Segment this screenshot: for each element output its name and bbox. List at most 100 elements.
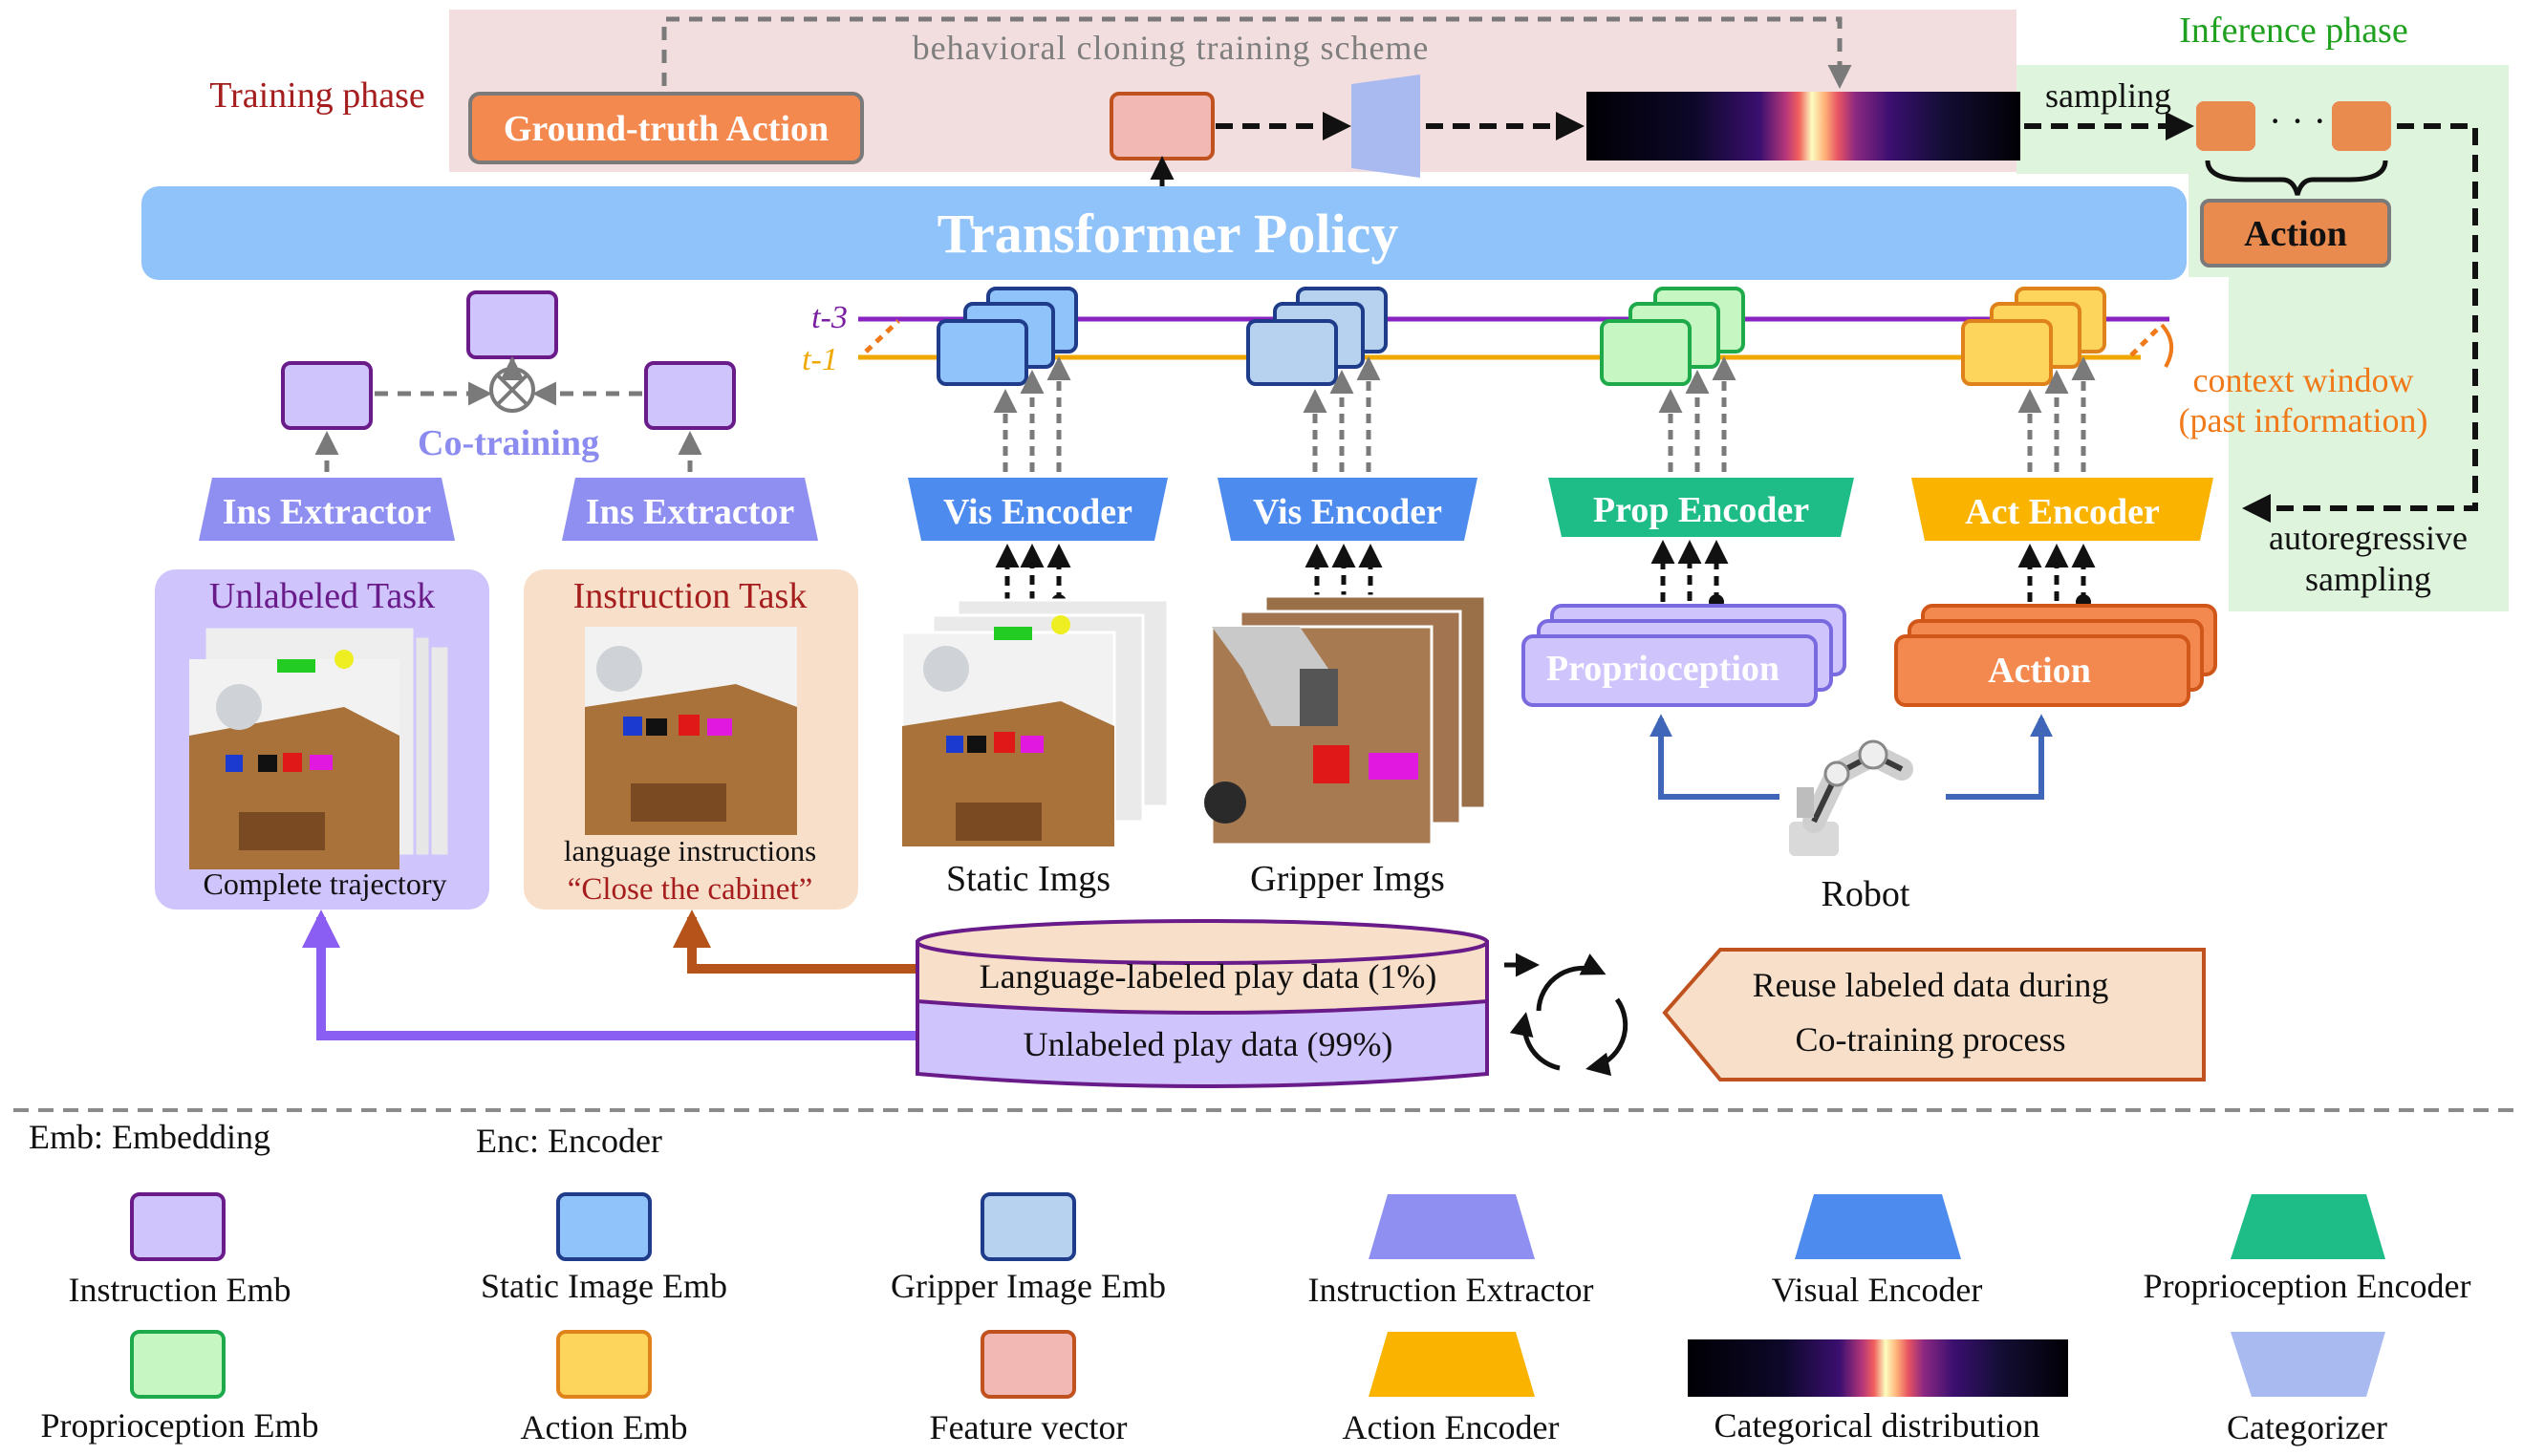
action-emb-1 bbox=[1961, 319, 2053, 386]
recycle-icon bbox=[1504, 953, 1628, 1077]
robot-to-proprioception-arrow bbox=[1650, 714, 1779, 800]
inference-action-box bbox=[2200, 199, 2391, 268]
legend-emb-note: Emb: Embedding bbox=[29, 1118, 270, 1156]
legend-instruction-extractor: Instruction Extractor bbox=[1308, 1271, 1594, 1309]
legend-categorizer: Categorizer bbox=[2227, 1408, 2387, 1446]
instruction-emb-left bbox=[281, 361, 373, 430]
legend-enc-note: Enc: Encoder bbox=[476, 1122, 662, 1160]
legend-action-emb-swatch bbox=[556, 1330, 652, 1399]
vis-encoder-static bbox=[908, 478, 1168, 541]
reuse-callout bbox=[1662, 948, 2206, 1081]
transformer-policy-bar bbox=[141, 186, 2187, 280]
legend-prop-encoder-swatch bbox=[2231, 1194, 2385, 1259]
database-unlabeled-body bbox=[916, 999, 1489, 1088]
legend-prop-encoder: Proprioception Encoder bbox=[2144, 1267, 2471, 1305]
robot-to-action-arrow bbox=[1946, 714, 2053, 800]
unlabeled-to-unlabeled-task-arrow bbox=[302, 910, 916, 1040]
inference-phase-label: Inference phase bbox=[2179, 11, 2407, 51]
action-card-1 bbox=[1894, 634, 2190, 707]
ins-extractor-left bbox=[199, 478, 455, 541]
gripper-images-stack bbox=[1204, 594, 1487, 846]
unlabeled-task-title: Unlabeled Task bbox=[209, 576, 435, 616]
instruction-emb-top bbox=[466, 290, 558, 359]
instruction-scene-image bbox=[585, 627, 797, 835]
context-window-label-1: context window bbox=[2193, 361, 2414, 399]
ins-extractor-left-label: Ins Extractor bbox=[223, 492, 432, 532]
cotraining-label: Co-training bbox=[418, 423, 599, 463]
prop-encoder-label: Prop Encoder bbox=[1593, 490, 1809, 530]
reuse-label-1: Reuse labeled data during bbox=[1753, 966, 2109, 1004]
legend-instruction-emb-swatch bbox=[130, 1192, 226, 1261]
static-emb-1 bbox=[937, 319, 1028, 386]
legend-action-encoder: Action Encoder bbox=[1343, 1408, 1560, 1446]
sampled-action-token-2 bbox=[2332, 101, 2391, 151]
autoregressive-loop-arrow bbox=[2242, 123, 2478, 523]
gripper-emb-1 bbox=[1246, 319, 1338, 386]
labeled-to-instruction-arrow bbox=[673, 910, 916, 974]
robot-arm-icon bbox=[1789, 739, 1913, 856]
categorical-distribution-bar bbox=[1586, 92, 2020, 161]
context-window-label-2: (past information) bbox=[2179, 401, 2428, 439]
act-encoder bbox=[1911, 478, 2213, 541]
vis-encoder-gripper bbox=[1218, 478, 1477, 541]
encoder-output-arrows bbox=[993, 356, 2096, 472]
encoder-input-arrows bbox=[995, 540, 2096, 642]
feature-vector-box bbox=[1110, 92, 1215, 161]
prop-emb-1 bbox=[1600, 319, 1692, 386]
database-labeled-label: Language-labeled play data (1%) bbox=[980, 957, 1437, 996]
instruction-task-quote: “Close the cabinet” bbox=[568, 872, 813, 907]
legend-vis-encoder-swatch bbox=[1795, 1194, 1961, 1259]
inference-action-label: Action bbox=[2244, 214, 2347, 254]
legend-gripper-emb-swatch bbox=[981, 1192, 1076, 1261]
act-encoder-label: Act Encoder bbox=[1965, 492, 2160, 532]
unlabeled-task-caption: Complete trajectory bbox=[203, 867, 446, 901]
instruction-task-title: Instruction Task bbox=[573, 576, 808, 616]
context-window-right-mark bbox=[2129, 323, 2164, 357]
legend-static-emb-swatch bbox=[556, 1192, 652, 1261]
legend-static-emb: Static Image Emb bbox=[481, 1267, 727, 1305]
legend-prop-emb-swatch bbox=[130, 1330, 226, 1399]
unlabeled-scene-image bbox=[189, 625, 451, 869]
sampled-action-token-1 bbox=[2196, 101, 2255, 151]
otimes-cross bbox=[496, 374, 528, 406]
legend-prop-emb: Proprioception Emb bbox=[41, 1406, 319, 1445]
legend-categorizer-swatch bbox=[2231, 1332, 2385, 1397]
legend-action-emb: Action Emb bbox=[521, 1408, 688, 1446]
sample-brace bbox=[2205, 160, 2388, 196]
proprioception-card-1 bbox=[1521, 634, 1818, 707]
categorizer-shape bbox=[1351, 75, 1420, 178]
transformer-policy-label: Transformer Policy bbox=[938, 203, 1399, 265]
legend-categorical: Categorical distribution bbox=[1714, 1406, 2040, 1445]
sampling-label: sampling bbox=[2045, 76, 2171, 115]
legend-visual-encoder: Visual Encoder bbox=[1772, 1271, 1983, 1309]
static-images-stack bbox=[900, 598, 1170, 848]
ins-extractor-right-label: Ins Extractor bbox=[586, 492, 795, 532]
legend-ins-extractor-swatch bbox=[1369, 1194, 1535, 1259]
timestep-t3-label: t-3 bbox=[811, 300, 848, 335]
prop-encoder bbox=[1548, 478, 1854, 537]
autoregressive-label-1: autoregressive bbox=[2269, 519, 2468, 557]
instruction-task-caption: language instructions bbox=[564, 834, 816, 867]
sample-dots: · · · bbox=[2269, 99, 2326, 142]
ground-truth-action-label: Ground-truth Action bbox=[504, 109, 829, 149]
scheme-label: behavioral cloning training scheme bbox=[913, 29, 1430, 67]
timestep-t1-label: t-1 bbox=[802, 342, 838, 377]
legend-act-encoder-swatch bbox=[1369, 1332, 1535, 1397]
instruction-emb-right bbox=[644, 361, 736, 430]
database-top bbox=[916, 919, 1489, 965]
legend-instruction-emb: Instruction Emb bbox=[69, 1271, 291, 1309]
legend-feature-vector: Feature vector bbox=[930, 1408, 1128, 1446]
static-images-label: Static Imgs bbox=[946, 859, 1111, 899]
training-phase-label: Training phase bbox=[209, 75, 425, 116]
robot-label: Robot bbox=[1822, 874, 1910, 914]
database-unlabeled-label: Unlabeled play data (99%) bbox=[1024, 1025, 1393, 1063]
legend-gripper-emb: Gripper Image Emb bbox=[891, 1267, 1166, 1305]
legend-feature-swatch bbox=[981, 1330, 1076, 1399]
vis-encoder-gripper-label: Vis Encoder bbox=[1253, 492, 1442, 532]
action-input-label: Action bbox=[1988, 651, 2091, 691]
reuse-label-2: Co-training process bbox=[1796, 1020, 2066, 1059]
proprioception-label: Proprioception bbox=[1546, 649, 1779, 689]
autoregressive-label-2: sampling bbox=[2305, 560, 2431, 598]
bc-scheme-loop bbox=[661, 16, 1852, 89]
context-window-brace bbox=[2160, 323, 2173, 369]
